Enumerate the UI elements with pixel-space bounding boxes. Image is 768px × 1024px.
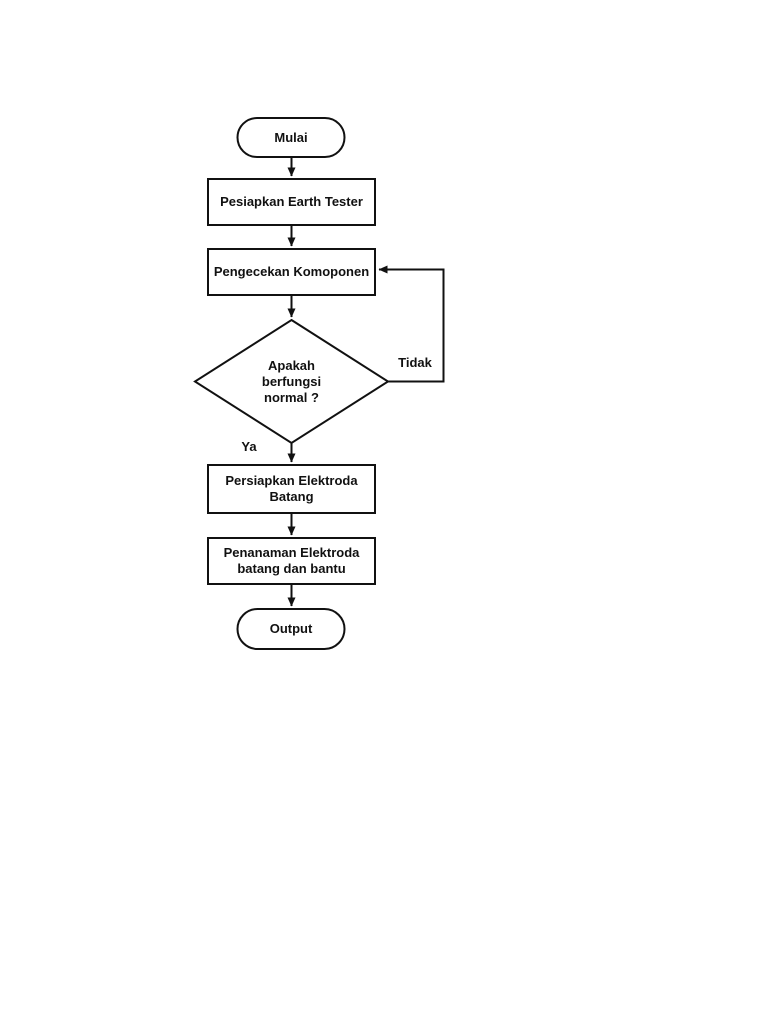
output-terminator-shape bbox=[236, 608, 346, 650]
plant-electrodes-shape bbox=[207, 537, 376, 585]
component-check-shape bbox=[207, 248, 376, 296]
start-terminator-shape bbox=[236, 117, 346, 158]
edge-label-yes: Ya bbox=[241, 439, 257, 454]
decision-diamond-shape bbox=[193, 318, 390, 445]
prepare-earth-tester-shape bbox=[207, 178, 376, 226]
arrow-no-loopback bbox=[378, 265, 445, 383]
prepare-rod-electrode-shape bbox=[207, 464, 376, 514]
edge-label-no: Tidak bbox=[398, 355, 432, 370]
